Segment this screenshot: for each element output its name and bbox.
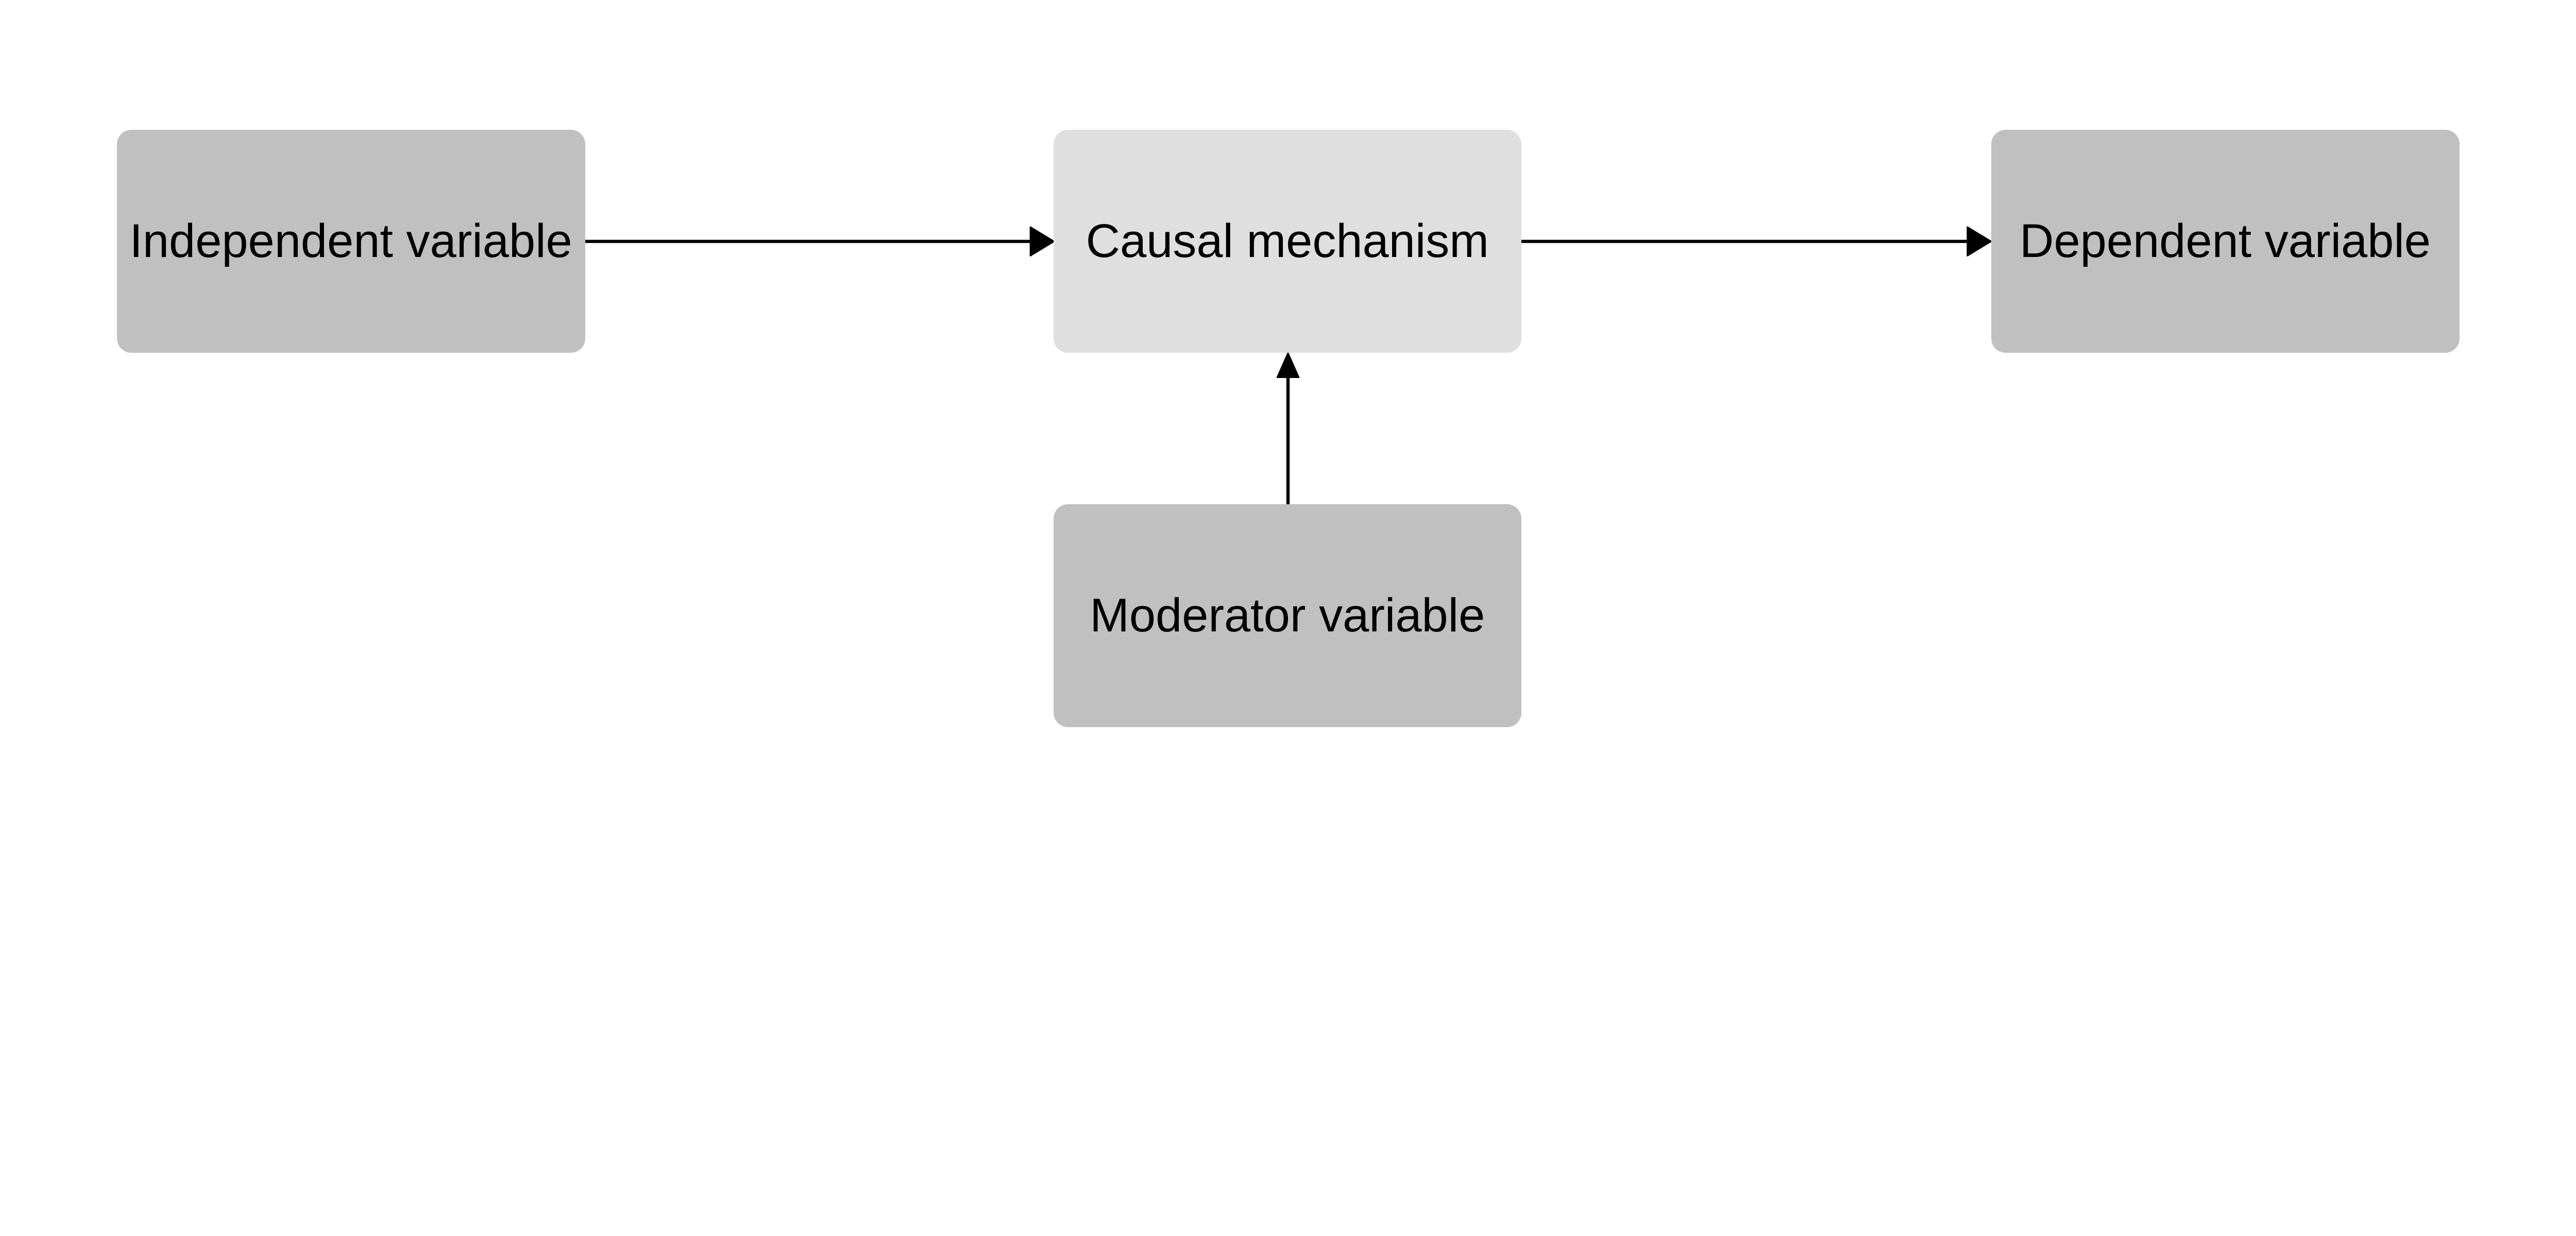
edge-moderator-to-mechanism	[1276, 352, 1300, 506]
node-causal-mechanism: Causal mechanism	[1053, 130, 1521, 353]
node-moderator-variable: Moderator variable	[1053, 504, 1521, 728]
node-label: Dependent variable	[2020, 215, 2431, 268]
node-dependent-variable: Dependent variable	[1991, 130, 2460, 353]
edge-mechanism-to-dependent	[1520, 226, 1992, 256]
edges-layer	[583, 226, 1992, 506]
node-label: Moderator variable	[1090, 589, 1485, 642]
diagram-canvas: Independent variable Causal mechanism De…	[116, 130, 2460, 728]
node-independent-variable: Independent variable	[116, 130, 585, 353]
arrowhead-icon	[1967, 226, 1992, 256]
edge-independent-to-mechanism	[583, 226, 1055, 256]
arrowhead-icon	[1276, 352, 1300, 379]
arrowhead-icon	[1029, 226, 1055, 256]
node-label: Causal mechanism	[1086, 215, 1489, 268]
node-label: Independent variable	[129, 215, 572, 268]
